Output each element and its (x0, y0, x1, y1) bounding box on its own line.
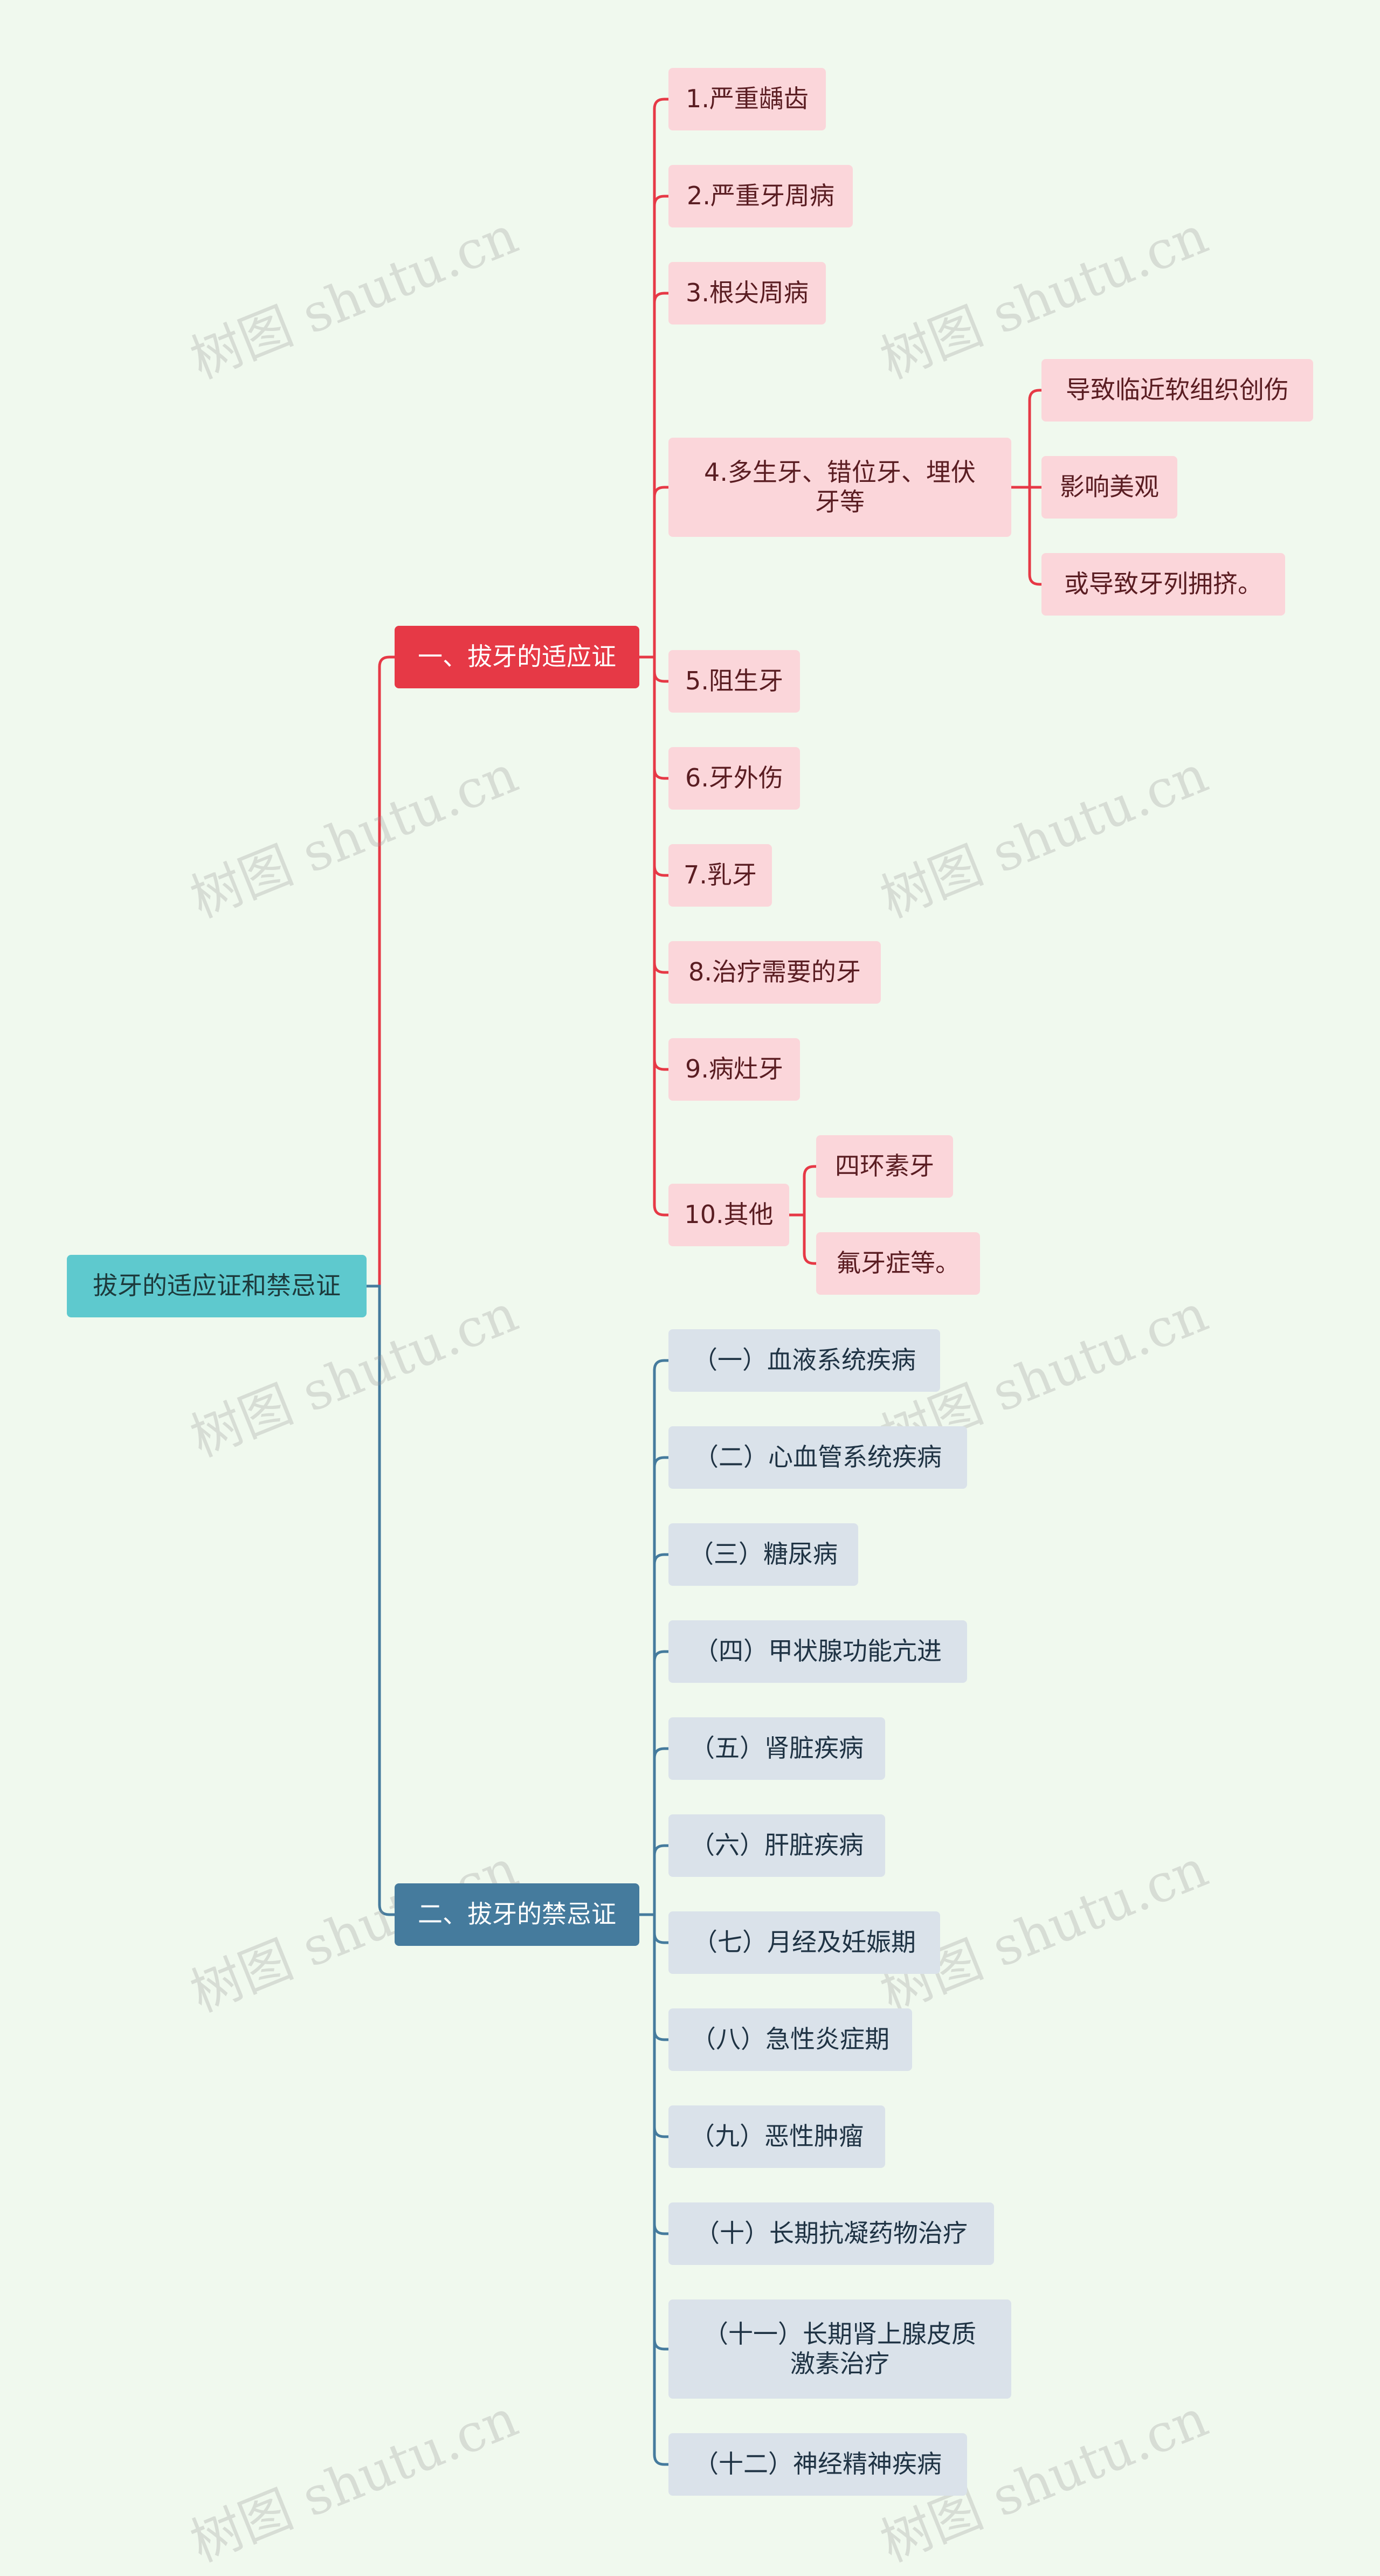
connector-line (1011, 389, 1041, 489)
contraindication-item[interactable]: （七）月经及妊娠期 (668, 1911, 940, 1974)
contraindication-item[interactable]: （一）血液系统疾病 (668, 1329, 940, 1392)
connector-line (639, 655, 668, 1217)
root-topic[interactable]: 拔牙的适应证和禁忌证 (67, 1255, 367, 1317)
contraindication-item[interactable]: （八）急性炎症期 (668, 2008, 912, 2071)
indication-item[interactable]: 10.其他 (668, 1184, 789, 1246)
indication-item[interactable]: 9.病灶牙 (668, 1038, 800, 1101)
indication-item[interactable]: 5.阻生牙 (668, 650, 800, 713)
connector-line (789, 1213, 816, 1265)
contraindication-item[interactable]: （五）肾脏疾病 (668, 1717, 885, 1780)
contraindication-item[interactable]: （三）糖尿病 (668, 1523, 858, 1586)
connector-line (639, 486, 668, 659)
indication-item[interactable]: 1.严重龋齿 (668, 68, 826, 130)
indication-item[interactable]: 3.根尖周病 (668, 262, 826, 324)
indication-item[interactable]: 4.多生牙、错位牙、埋伏 牙等 (668, 438, 1011, 537)
connector-line (367, 1284, 395, 1916)
connector-line (789, 1165, 816, 1217)
indication-subitem[interactable]: 导致临近软组织创伤 (1041, 359, 1313, 422)
indication-item[interactable]: 2.严重牙周病 (668, 165, 853, 227)
connector-line (1011, 486, 1041, 586)
contraindication-item[interactable]: （十二）神经精神疾病 (668, 2433, 967, 2496)
indication-item[interactable]: 8.治疗需要的牙 (668, 941, 881, 1004)
contraindication-item[interactable]: （二）心血管系统疾病 (668, 1426, 967, 1489)
branch-contraindications[interactable]: 二、拔牙的禁忌证 (395, 1883, 639, 1946)
contraindication-item[interactable]: （四）甲状腺功能亢进 (668, 1620, 967, 1683)
contraindication-item[interactable]: （九）恶性肿瘤 (668, 2105, 885, 2168)
contraindication-item[interactable]: （十一）长期肾上腺皮质 激素治疗 (668, 2299, 1011, 2399)
connector-line (367, 655, 395, 1288)
contraindication-item[interactable]: （六）肝脏疾病 (668, 1814, 885, 1877)
connector-line (639, 1913, 668, 2466)
connector-line (639, 1844, 668, 1916)
indication-item[interactable]: 6.牙外伤 (668, 747, 800, 810)
branch-indications[interactable]: 一、拔牙的适应证 (395, 626, 639, 688)
indication-subitem[interactable]: 影响美观 (1041, 456, 1177, 519)
indication-subitem[interactable]: 氟牙症等。 (816, 1232, 980, 1295)
indication-item[interactable]: 7.乳牙 (668, 844, 772, 907)
indication-subitem[interactable]: 四环素牙 (816, 1135, 953, 1198)
contraindication-item[interactable]: （十）长期抗凝药物治疗 (668, 2202, 994, 2265)
indication-subitem[interactable]: 或导致牙列拥挤。 (1041, 553, 1285, 616)
